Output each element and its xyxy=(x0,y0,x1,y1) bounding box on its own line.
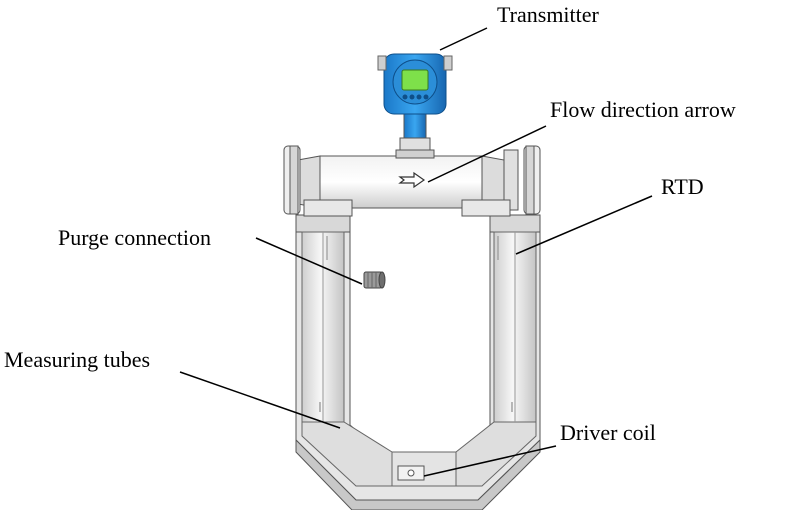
transmitter-neck xyxy=(395,111,435,159)
driver-coil xyxy=(397,465,425,481)
inlet-flange xyxy=(283,145,301,215)
purge-connection-label: Purge connection xyxy=(58,225,211,250)
transmitter-label: Transmitter xyxy=(497,2,599,27)
leader-driver-coil xyxy=(423,445,557,477)
leader-rtd xyxy=(515,195,653,255)
outlet-flange xyxy=(523,145,541,215)
driver-coil-label: Driver coil xyxy=(560,420,656,445)
measuring-tubes-label: Measuring tubes xyxy=(4,347,151,372)
measuring-tubes xyxy=(301,231,537,487)
transmitter-head xyxy=(377,53,453,115)
flow-direction-arrow xyxy=(398,171,426,189)
purge-connection xyxy=(363,271,386,289)
leader-lines xyxy=(179,27,653,477)
rtd-label: RTD xyxy=(661,174,704,199)
leader-transmitter xyxy=(439,27,488,51)
tube-markers xyxy=(319,402,513,412)
leader-measuring-tubes xyxy=(179,371,341,429)
leader-flow-arrow xyxy=(427,125,547,183)
flow-direction-arrow-label: Flow direction arrow xyxy=(550,97,736,122)
leader-purge xyxy=(255,237,363,285)
